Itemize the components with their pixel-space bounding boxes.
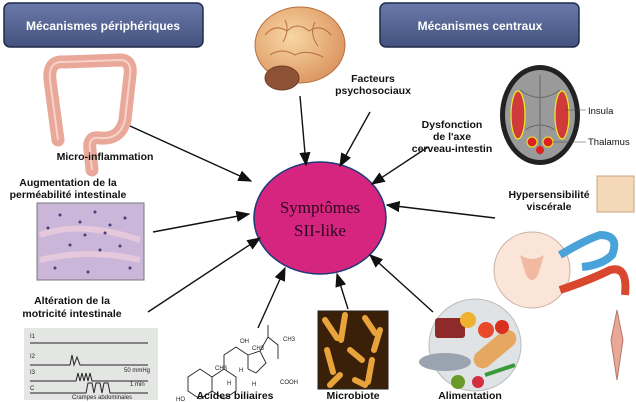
label-axis-line3: cerveau-intestin	[412, 143, 493, 155]
chem-label: HO	[176, 397, 185, 402]
center-node-symptoms: Symptômes SII-like	[253, 161, 387, 275]
header-peripheral-label: Mécanismes périphériques	[26, 19, 180, 33]
scale-label: 50 mmHg	[124, 368, 150, 374]
arrow-bile-acids	[257, 266, 286, 329]
arrow-brain	[299, 95, 311, 167]
chem-label: H	[239, 368, 243, 374]
arrow-psychosocial	[339, 111, 371, 168]
label-diet: Alimentation	[438, 390, 502, 402]
colon-illustration	[43, 53, 137, 177]
label-motility-line1: Altération de la	[34, 295, 110, 307]
header-central-label: Mécanismes centraux	[418, 19, 543, 33]
chem-label: OH	[240, 339, 249, 345]
mri-label-insula: Insula	[588, 106, 614, 117]
arrow-diet	[368, 254, 434, 313]
header-central-mechanisms: Mécanismes centraux	[379, 2, 580, 48]
bile-acid-structure	[187, 325, 279, 400]
label-psychosocial-line1: Facteurs	[351, 73, 395, 85]
label-visceral-line2: viscérale	[527, 201, 572, 213]
trace-label-c: C	[30, 386, 35, 392]
motility-chart: I1 I2 I3 C 50 mmHg 1 min Crampes abdomin…	[24, 328, 158, 401]
mri-label-thalamus: Thalamus	[588, 137, 630, 148]
label-psychosocial-line2: psychosociaux	[335, 85, 411, 97]
trace-label-i2: I2	[30, 354, 36, 360]
trace-label-i3: I3	[30, 370, 36, 376]
chem-label: CH3	[283, 337, 296, 343]
trace-label-i1: I1	[30, 334, 36, 340]
bile-acid-labels: OH CH3 CH3 CH3 H H H HO COOH	[176, 337, 298, 402]
label-visceral-line1: Hypersensibilité	[508, 189, 589, 201]
label-micro-inflammation: Micro-inflammation	[57, 151, 154, 163]
header-peripheral-mechanisms: Mécanismes périphériques	[3, 2, 204, 48]
label-axis-line1: Dysfonction	[422, 119, 483, 131]
chem-label: H	[227, 381, 231, 387]
arrow-microbiota	[335, 272, 349, 310]
label-bile-acids: Acides biliaires	[196, 390, 273, 402]
chem-label: CH3	[252, 346, 265, 352]
chem-label: H	[252, 382, 256, 388]
label-motility-line2: motricité intestinale	[22, 308, 121, 320]
chem-label: CH3	[215, 366, 228, 372]
arrow-gut-brain-axis	[370, 146, 429, 185]
time-label: 1 min	[130, 382, 145, 388]
brain-illustration	[254, 6, 346, 91]
chem-label: COOH	[280, 380, 298, 386]
brain-mri-image	[500, 65, 586, 165]
center-label-line2: SII-like	[294, 221, 346, 240]
label-microbiota: Microbiote	[326, 390, 379, 402]
arrow-visceral	[385, 200, 496, 219]
arrow-motility	[147, 237, 262, 313]
center-label-line1: Symptômes	[280, 198, 360, 217]
spinal-cord-illustration	[493, 175, 635, 381]
chart-footer: Crampes abdominales	[72, 395, 132, 401]
label-axis-line2: de l'axe	[433, 131, 471, 143]
microbiota-image	[317, 310, 389, 390]
arrow-permeability	[152, 210, 251, 233]
histology-image	[36, 202, 145, 281]
label-permeability-line1: Augmentation de la	[19, 177, 117, 189]
label-permeability-line2: perméabilité intestinale	[10, 189, 127, 201]
food-plate-illustration	[419, 298, 522, 392]
arrow-micro-inflammation	[129, 125, 253, 182]
